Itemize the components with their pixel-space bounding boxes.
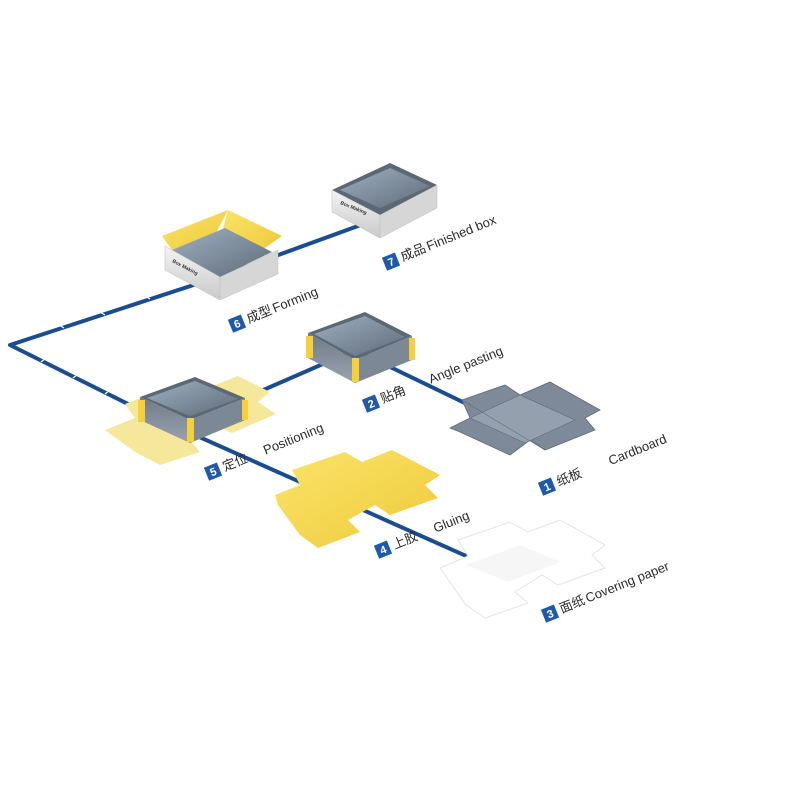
step-label-cn: 定位 xyxy=(220,450,250,474)
step-number: 5 xyxy=(208,466,218,479)
corner-tape xyxy=(352,358,359,382)
step-label-cn: 贴角 xyxy=(378,382,408,406)
step-label-en: Forming xyxy=(270,284,320,316)
cardboard-illustration xyxy=(449,381,601,456)
step-6-label: 6 成型 Forming xyxy=(227,284,320,333)
step-label-en: Positioning xyxy=(261,420,326,458)
corner-tape xyxy=(242,400,248,420)
step-badge xyxy=(381,252,401,271)
chevron-icon xyxy=(57,321,65,329)
step-label-cn: 成型 xyxy=(244,302,274,326)
corner-tape xyxy=(306,336,313,358)
finished-box-illustration: Box Making xyxy=(331,163,438,239)
step-number: 4 xyxy=(378,544,389,558)
step-badge xyxy=(203,462,223,481)
direction-chevrons xyxy=(39,292,151,395)
chevron-icon xyxy=(39,355,48,363)
step-badge xyxy=(227,314,247,333)
chevron-icon xyxy=(71,371,80,379)
angle-pasting-box-illustration xyxy=(306,312,415,383)
step-label-cn: 面纸 xyxy=(557,592,587,616)
forming-box-illustration: Box Making xyxy=(162,210,282,301)
positioning-illustration xyxy=(105,376,276,465)
step-label-cn: 纸板 xyxy=(554,465,584,489)
step-label-cn: 成品 xyxy=(398,240,428,264)
chevron-icon xyxy=(143,292,151,300)
chevron-icon xyxy=(98,308,106,316)
step-label-en: Gluing xyxy=(431,508,471,536)
step-number: 1 xyxy=(542,481,552,494)
step-number: 2 xyxy=(366,398,376,411)
step-label-en: Finished box xyxy=(424,212,498,254)
step-number: 7 xyxy=(386,256,396,269)
step-label-cn: 上胶 xyxy=(390,528,420,552)
step-badge xyxy=(540,604,560,623)
step-number: 3 xyxy=(545,608,555,621)
gluing-illustration xyxy=(275,450,440,548)
step-number: 6 xyxy=(232,318,242,331)
step-badge xyxy=(361,394,381,413)
step-label-en: Cardboard xyxy=(606,431,669,468)
corner-tape xyxy=(138,400,145,422)
step-label-en: Angle pasting xyxy=(426,343,505,386)
corner-tape xyxy=(187,418,194,442)
step-badge xyxy=(373,540,393,559)
corner-tape xyxy=(409,338,415,360)
chevron-icon xyxy=(103,387,112,395)
step-badge xyxy=(537,477,557,496)
covering-paper-illustration xyxy=(439,519,606,619)
